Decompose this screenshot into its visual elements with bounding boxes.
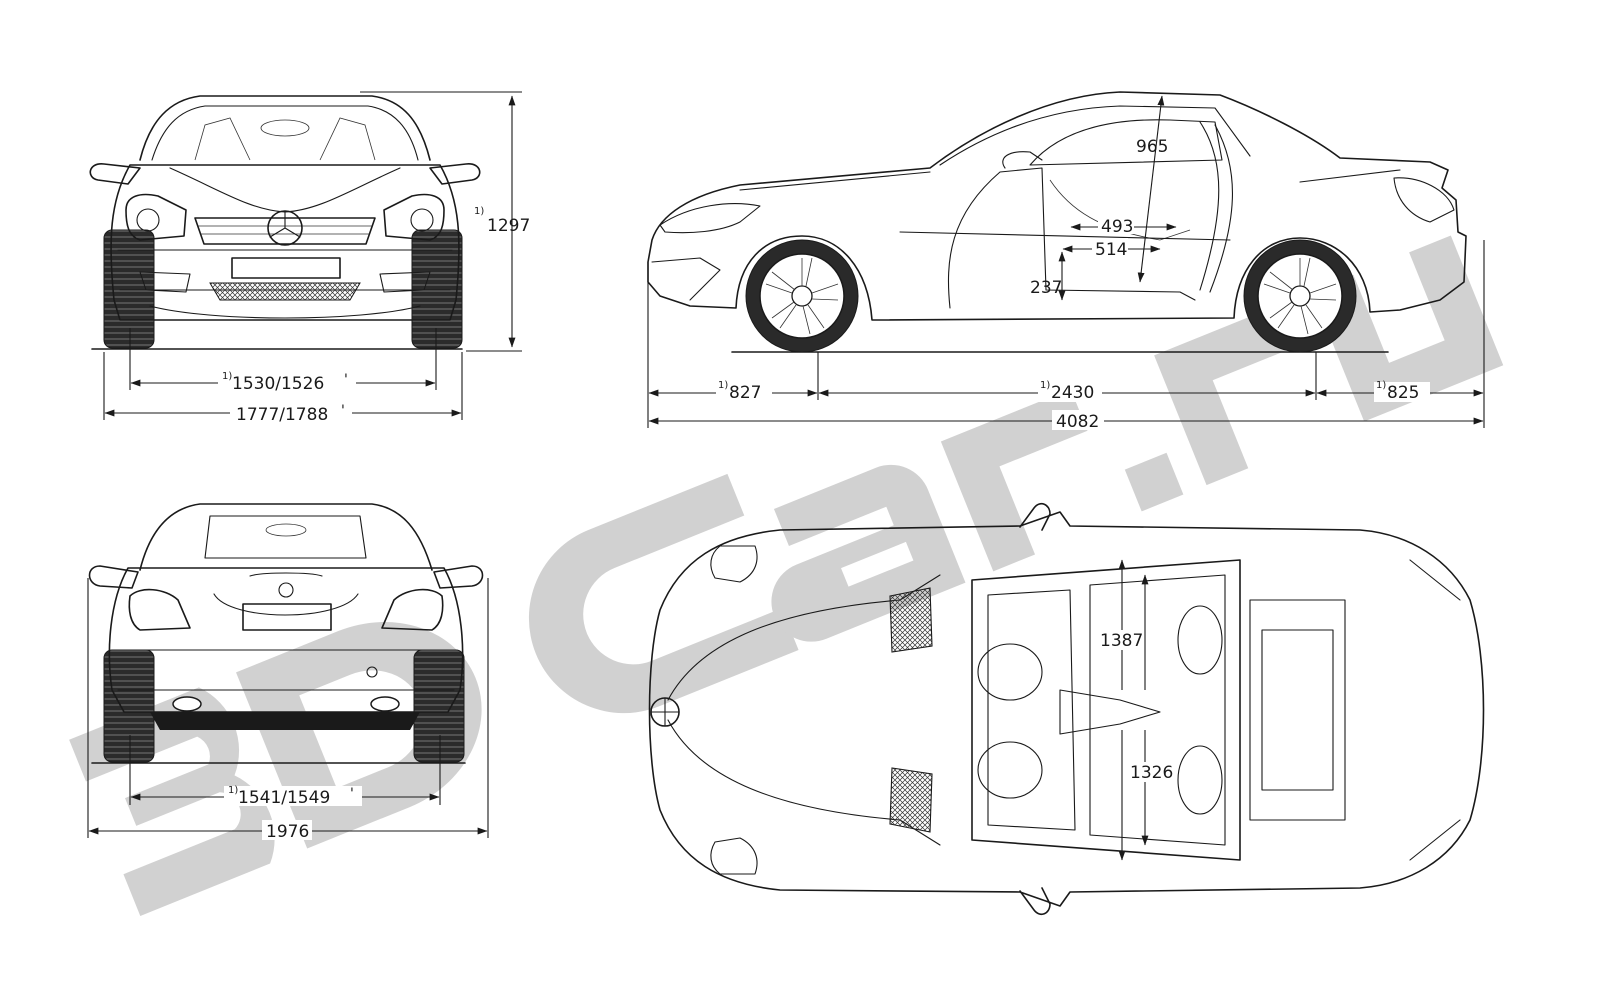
side-front-overhang-label: 827 xyxy=(729,383,761,403)
rear-track-note: 1) xyxy=(228,785,238,796)
front-track-suffix: ' xyxy=(344,372,348,388)
side-wheelbase-note: 1) xyxy=(1040,380,1050,391)
side-rear-overhang-note: 1) xyxy=(1376,380,1386,391)
front-view: 1) 1297 1) 1530/1526 ' 1777/1788 ' xyxy=(89,91,530,425)
top-interior-front-label: 1387 xyxy=(1100,631,1143,651)
side-seat-height-label: 237 xyxy=(1030,278,1062,298)
side-headroom-label: 965 xyxy=(1136,137,1168,157)
side-rear-overhang-label: 825 xyxy=(1387,383,1419,403)
side-seat-a-label: 493 xyxy=(1101,217,1133,237)
rear-width-label: 1976 xyxy=(266,822,309,842)
front-height-note: 1) xyxy=(474,206,484,217)
side-wheelbase-label: 2430 xyxy=(1051,383,1094,403)
side-length-label: 4082 xyxy=(1056,412,1099,432)
side-seat-b-label: 514 xyxy=(1095,240,1127,260)
front-width-label: 1777/1788 xyxy=(236,405,328,425)
front-track-label: 1530/1526 xyxy=(232,374,324,394)
top-interior-rear-label: 1326 xyxy=(1130,763,1173,783)
front-track-note: 1) xyxy=(222,371,232,382)
side-view: 965 493 514 237 1) 827 1) 2430 1) 825 40… xyxy=(647,91,1485,432)
front-height-label: 1297 xyxy=(487,216,530,236)
rear-track-label: 1541/1549 xyxy=(238,788,330,808)
top-view: 1387 1326 xyxy=(648,502,1485,916)
rear-view: 1) 1541/1549 ' 1976 xyxy=(87,503,489,842)
side-front-overhang-note: 1) xyxy=(718,380,728,391)
rear-track-suffix: ' xyxy=(350,786,354,802)
front-width-suffix: ' xyxy=(341,403,345,419)
